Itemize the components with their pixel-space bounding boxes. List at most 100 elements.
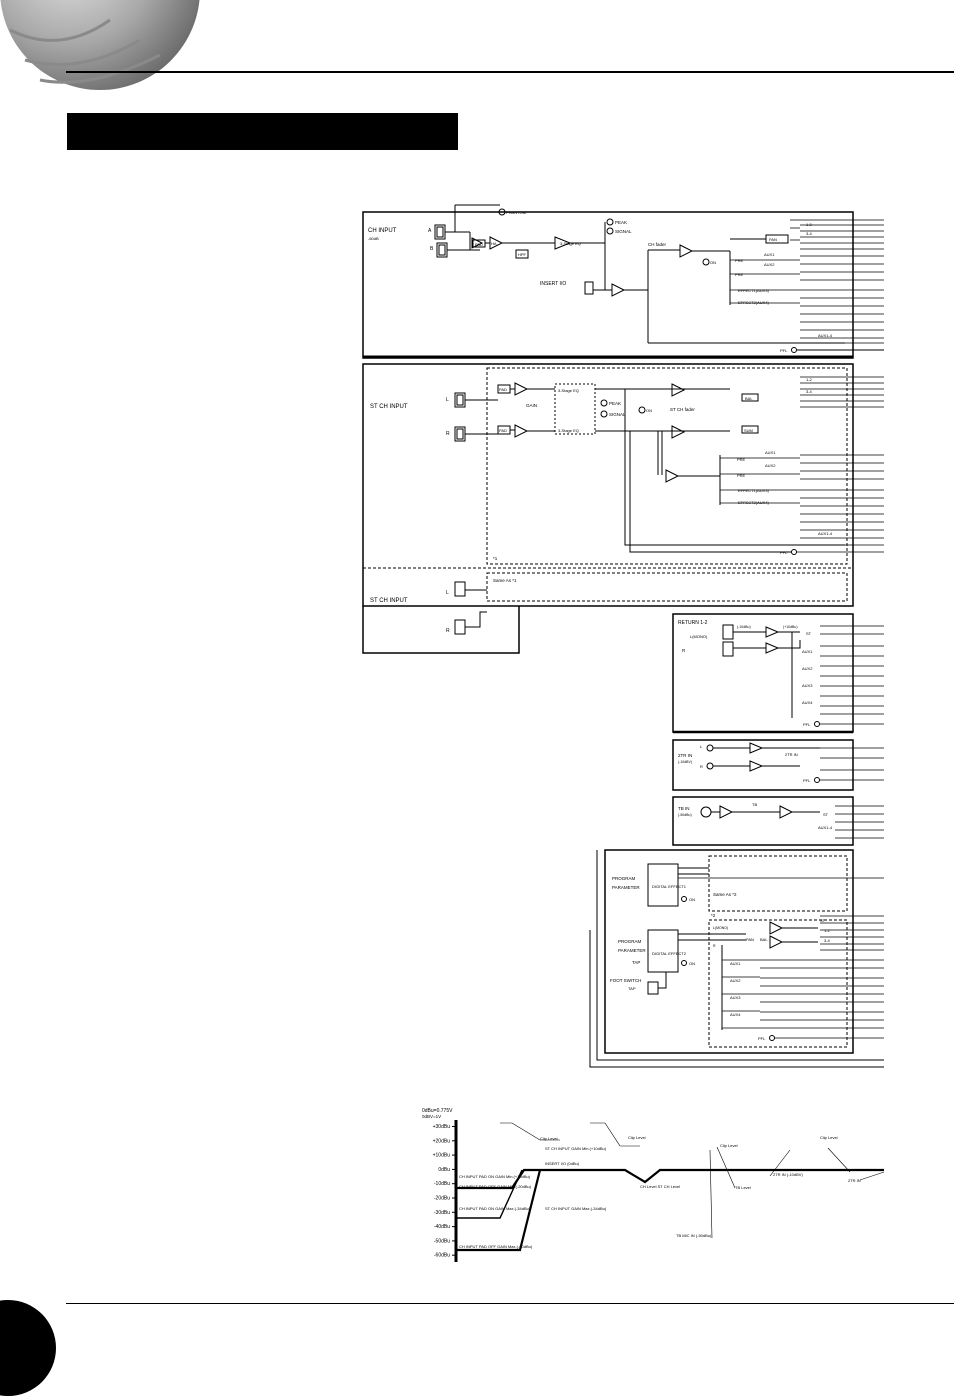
st-pre-1: PRE xyxy=(737,457,746,462)
level-note: 2TR IN xyxy=(848,1178,861,1183)
level-tick-label: -60dBu xyxy=(434,1253,450,1259)
2tr-label: 2TR IN xyxy=(678,753,692,758)
st-efx2: EFFECT2(AUX4) xyxy=(738,500,770,505)
level-tick-label: +10dBu xyxy=(433,1153,451,1159)
return-block: RETURN 1-2 L(MONO) R (-10dBu) (+10dBu) S… xyxy=(672,613,884,734)
2tr-r: R xyxy=(700,764,703,769)
return-level: (+10dBu) xyxy=(783,625,798,629)
fx-same: Same As *2 xyxy=(713,892,737,897)
ch-pfl: PFL xyxy=(780,348,788,353)
return-aux3: AUX3 xyxy=(802,683,813,688)
level-note: CH INPUT PAD OFF GAIN Min.(-20dBu) xyxy=(459,1184,532,1189)
st-auxn: AUX1-4 xyxy=(818,531,833,536)
level-tick-label: -50dBu xyxy=(434,1238,450,1244)
st-l: L xyxy=(446,397,449,403)
ch-hpf: HPF xyxy=(518,252,527,257)
ch-signal: SIGNAL xyxy=(615,229,632,234)
level-note: TB MIC IN (-50dBu) xyxy=(676,1233,712,1238)
2tr-sub: (-10dBV) xyxy=(678,760,692,764)
level-note: CH INPUT PAD ON GAIN Min.(+10dBu) xyxy=(459,1174,531,1179)
tb-in-block: TB IN (-50dBu) TB ST AUX1-4 xyxy=(672,796,884,846)
svg-text:B: B xyxy=(430,246,434,252)
fx-dig1: DIGITAL EFFECT1 xyxy=(652,884,687,889)
fx-r: R xyxy=(713,944,716,948)
2tr-in-block: 2TR IN (-10dBV) L R 2TR IN PFL xyxy=(672,739,884,791)
st-out-12: 1-2 xyxy=(806,377,813,382)
ch-input-label: CH INPUT xyxy=(368,228,397,234)
ch-auxn: AUX1-4 xyxy=(818,333,833,338)
fx-lmono: L(MONO) xyxy=(713,926,728,930)
fx-tap: TAP xyxy=(632,960,640,965)
st-signal: SIGNAL xyxy=(609,412,626,417)
fx-parameter-2: PARAMETER xyxy=(618,948,646,953)
return-label: RETURN 1-2 xyxy=(678,620,708,626)
level-tick-labels: +30dBu+20dBu+10dBu0dBu-10dBu-20dBu-30dBu… xyxy=(433,1124,456,1259)
fx-dig2: DIGITAL EFFECT2 xyxy=(652,951,687,956)
st2-l: L xyxy=(446,590,449,596)
tb-st: ST xyxy=(823,812,829,817)
st2-r: R xyxy=(446,628,450,634)
level-tick-label: +20dBu xyxy=(433,1138,451,1144)
ch-efx1: EFFECT1(AUX3) xyxy=(738,288,770,293)
level-note: Clip Level xyxy=(628,1135,646,1140)
return-aux1: AUX1 xyxy=(802,649,813,654)
ch-on: ON xyxy=(710,260,716,265)
bottom-rule xyxy=(66,1303,954,1304)
level-diagram: 0dBu=0.775V 0dBV=1V +30dBu+20dBu+10dBu0d… xyxy=(422,1108,885,1262)
return-pfl: PFL xyxy=(803,722,811,727)
return-st: ST xyxy=(806,631,812,636)
st2-input-label: ST CH INPUT xyxy=(370,598,408,604)
section-title-bar xyxy=(67,113,458,150)
st-ch-input-block: *1 ST CH INPUT L R PAD PAD GAIN 3-Stage … xyxy=(362,363,884,654)
st-eq-r: 3-Stage EQ xyxy=(558,428,579,433)
level-note: CH INPUT PAD OFF GAIN Max.(-60dBu) xyxy=(459,1244,533,1249)
st-efx1: EFFECT1(AUX3) xyxy=(738,488,770,493)
level-tick-label: -40dBu xyxy=(434,1224,450,1230)
level-tick-label: 0dBu xyxy=(438,1167,450,1173)
st-gain: GAIN xyxy=(526,403,537,408)
effects-block: Same As *2 *2 DIGITAL EFFECT1 PROGRAM PA… xyxy=(589,849,884,1068)
ch-input-block: CH INPUT -60dB A B PHANTOM PAD HA HPF 3-… xyxy=(362,204,884,359)
level-ref-1: 0dBu=0.775V xyxy=(422,1108,453,1114)
2tr-fader: 2TR IN xyxy=(785,752,798,757)
ch-ha: HA xyxy=(491,241,497,246)
return-nom: (-10dBu) xyxy=(737,625,751,629)
decorative-circle-graphic xyxy=(0,0,200,90)
level-tick-label: -20dBu xyxy=(434,1196,450,1202)
level-note: Clip Level xyxy=(720,1143,738,1148)
level-tick-label: -10dBu xyxy=(434,1181,450,1187)
st-pad-l: PAD xyxy=(499,387,507,392)
fx-st: ST xyxy=(820,918,826,923)
ch-peak: PEAK xyxy=(615,220,627,225)
fx-aux2: AUX2 xyxy=(730,978,741,983)
fx-34: 3-4 xyxy=(824,938,831,943)
st-peak: PEAK xyxy=(609,401,621,406)
fx-tap-2: TAP xyxy=(628,986,636,991)
st-eq-l: 3-Stage EQ xyxy=(558,388,579,393)
st-out-34: 3-4 xyxy=(806,389,813,394)
st-r: R xyxy=(446,431,450,437)
st-pre-2: PRE xyxy=(737,473,746,478)
ch-pan: PAN xyxy=(769,237,777,242)
level-note: INSERT I/O (0dBu) xyxy=(545,1161,580,1166)
tb-sub: (-50dBu) xyxy=(678,813,692,817)
ch-aux2: AUX2 xyxy=(764,262,775,267)
return-mono: L(MONO) xyxy=(690,634,708,639)
level-note: TB Level xyxy=(735,1185,751,1190)
st-input-label: ST CH INPUT xyxy=(370,404,408,410)
level-tick-label: -30dBu xyxy=(434,1210,450,1216)
ch-pre-1: PRE xyxy=(735,258,744,263)
st-aux1: AUX1 xyxy=(765,450,776,455)
fx-foot: FOOT SWITCH xyxy=(610,978,641,983)
fx-on-2: ON xyxy=(689,961,695,966)
ch-out-12: 1-2 xyxy=(806,222,813,227)
svg-text:A: A xyxy=(428,228,432,234)
st-on: ON xyxy=(646,408,652,413)
fx-aux4: AUX4 xyxy=(730,1012,741,1017)
fx-program: PROGRAM xyxy=(612,876,636,881)
ch-input-sens: -60dB xyxy=(368,236,379,241)
return-r: R xyxy=(682,648,686,653)
fx-pfl: PFL xyxy=(758,1036,766,1041)
fx-mark: *2 xyxy=(711,913,716,918)
ch-fader: CH fader xyxy=(648,242,667,247)
